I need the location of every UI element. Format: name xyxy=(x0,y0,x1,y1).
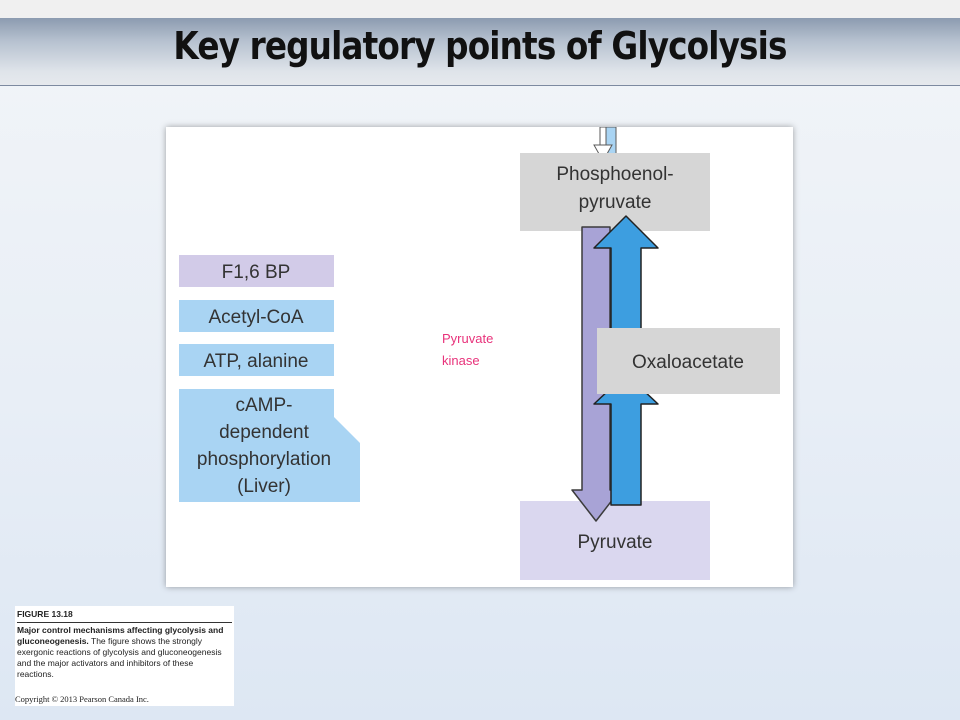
enzyme-label-line1: Pyruvate xyxy=(442,331,493,346)
pep-node xyxy=(520,153,710,231)
copyright-notice: Copyright © 2013 Pearson Canada Inc. xyxy=(15,694,149,704)
caption-heading: Major control mechanisms affecting glyco… xyxy=(17,625,224,646)
effector-camp-line1: cAMP- xyxy=(236,395,293,416)
slide-title: Key regulatory points of Glycolysis xyxy=(173,24,787,68)
enzyme-label-line2: kinase xyxy=(442,353,480,368)
top-strip xyxy=(0,0,960,18)
effector-atp-alanine-label: ATP, alanine xyxy=(204,351,309,372)
pathway-diagram: Phosphoenol- pyruvate Pyruvate Oxaloacet… xyxy=(179,127,780,580)
caption-divider xyxy=(17,622,232,623)
glycolysis-arrow xyxy=(571,226,621,522)
caption-body: The figure shows the strongly exergonic … xyxy=(17,636,222,679)
pathway-figure: Phosphoenol- pyruvate Pyruvate Oxaloacet… xyxy=(166,127,793,587)
oxaloacetate-node xyxy=(597,328,780,394)
pep-label-line2: pyruvate xyxy=(579,192,652,213)
caption-text: Major control mechanisms affecting glyco… xyxy=(17,625,231,680)
pyruvate-node xyxy=(520,501,710,580)
title-bar xyxy=(0,18,960,86)
effector-camp-line4: (Liver) xyxy=(237,476,291,497)
figure-number: FIGURE 13.18 xyxy=(17,609,73,619)
effector-camp xyxy=(179,389,360,502)
effector-acetyl-coa-label: Acetyl-CoA xyxy=(208,307,303,328)
oxaloacetate-label: Oxaloacetate xyxy=(632,352,744,373)
effector-camp-line3: phosphorylation xyxy=(197,449,331,470)
figure-caption: FIGURE 13.18 Major control mechanisms af… xyxy=(15,606,234,706)
effector-atp-alanine xyxy=(179,344,334,376)
gluconeogenesis-arrow-upper xyxy=(593,215,659,335)
pyruvate-label: Pyruvate xyxy=(578,532,653,553)
pep-label-line1: Phosphoenol- xyxy=(556,164,673,185)
effector-acetyl-coa xyxy=(179,300,334,332)
effector-f16bp-label: F1,6 BP xyxy=(222,262,291,283)
effector-camp-line2: dependent xyxy=(219,422,310,443)
effector-f16bp xyxy=(179,255,334,287)
